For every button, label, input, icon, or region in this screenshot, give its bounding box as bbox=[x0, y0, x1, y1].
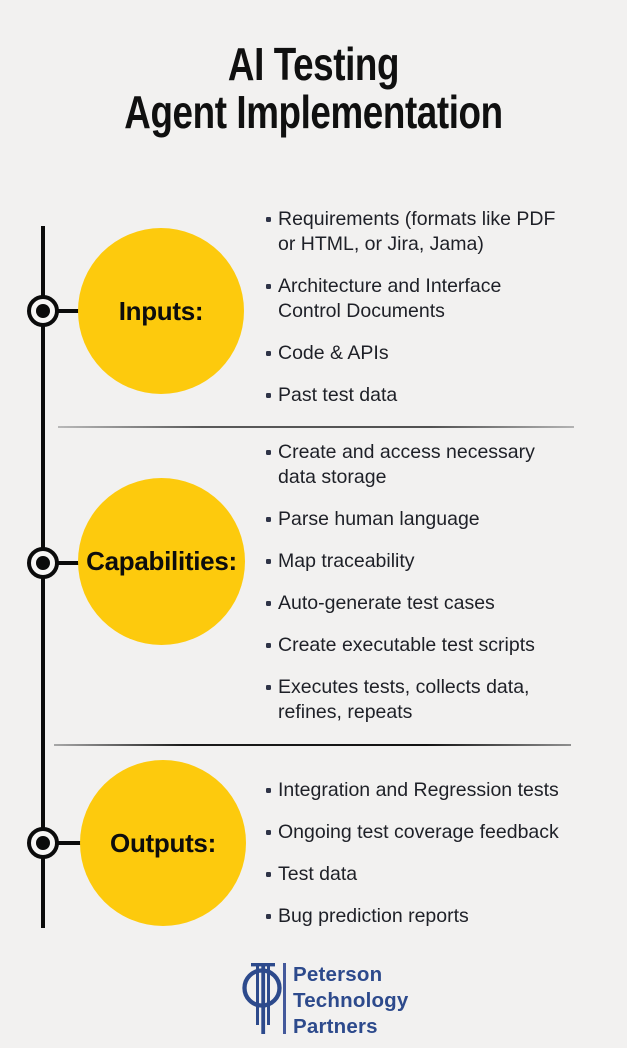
section-label-outputs: Outputs: bbox=[110, 827, 216, 858]
bullet-text: Auto-generate test cases bbox=[278, 592, 495, 614]
timeline-node-capabilities bbox=[27, 547, 59, 579]
bullet-item: Map traceability bbox=[264, 549, 535, 574]
bullet-list-outputs: Integration and Regression tests Ongoing… bbox=[264, 778, 559, 946]
bullet-text: Integration and Regression tests bbox=[278, 779, 559, 801]
bullet-item: Integration and Regression tests bbox=[264, 778, 559, 803]
bullet-dot-icon bbox=[266, 872, 271, 877]
bullet-dot-icon bbox=[266, 284, 271, 289]
section-circle-capabilities: Capabilities: bbox=[78, 478, 245, 645]
bullet-text: Architecture and Interface Control Docum… bbox=[278, 275, 502, 322]
bullet-text: Create and access necessary data storage bbox=[278, 441, 535, 488]
bullet-item: Create executable test scripts bbox=[264, 633, 535, 658]
brand-name: Peterson Technology Partners bbox=[293, 962, 409, 1039]
connector-line-capabilities bbox=[58, 561, 85, 565]
section-label-capabilities: Capabilities: bbox=[86, 546, 237, 576]
section-label-inputs: Inputs: bbox=[118, 295, 204, 326]
bullet-item: Requirements (formats like PDF or HTML, … bbox=[264, 207, 555, 257]
bullet-dot-icon bbox=[266, 685, 271, 690]
page-title-line1: AI Testing bbox=[227, 38, 400, 90]
bullet-dot-icon bbox=[266, 830, 271, 835]
connector-line-inputs bbox=[58, 309, 85, 313]
bullet-dot-icon bbox=[266, 914, 271, 919]
timeline-node-dot-icon bbox=[36, 556, 50, 570]
bullet-dot-icon bbox=[266, 517, 271, 522]
bullet-item: Test data bbox=[264, 862, 559, 887]
bullet-item: Executes tests, collects data, refines, … bbox=[264, 675, 535, 725]
section-divider bbox=[58, 426, 574, 428]
bullet-list-inputs: Requirements (formats like PDF or HTML, … bbox=[264, 207, 555, 425]
bullet-text: Executes tests, collects data, refines, … bbox=[278, 676, 530, 723]
brand-line: Partners bbox=[293, 1014, 378, 1038]
bullet-item: Code & APIs bbox=[264, 341, 555, 366]
timeline-node-outputs bbox=[27, 827, 59, 859]
bullet-text: Map traceability bbox=[278, 550, 415, 572]
section-circle-outputs: Outputs: bbox=[80, 760, 246, 926]
logo-divider bbox=[283, 963, 286, 1034]
page-title: AI Testing Agent Implementation bbox=[63, 40, 565, 136]
bullet-text: Ongoing test coverage feedback bbox=[278, 821, 559, 843]
connector-line-outputs bbox=[58, 841, 85, 845]
bullet-text: Create executable test scripts bbox=[278, 634, 535, 656]
bullet-item: Ongoing test coverage feedback bbox=[264, 820, 559, 845]
pillar-logo-icon bbox=[238, 960, 288, 1043]
bullet-list-capabilities: Create and access necessary data storage… bbox=[264, 440, 535, 742]
bullet-dot-icon bbox=[266, 643, 271, 648]
bullet-dot-icon bbox=[266, 601, 271, 606]
bullet-item: Create and access necessary data storage bbox=[264, 440, 535, 490]
bullet-text: Past test data bbox=[278, 384, 398, 406]
bullet-item: Parse human language bbox=[264, 507, 535, 532]
bullet-item: Past test data bbox=[264, 383, 555, 408]
timeline-node-dot-icon bbox=[36, 836, 50, 850]
bullet-item: Architecture and Interface Control Docum… bbox=[264, 274, 555, 324]
bullet-text: Requirements (formats like PDF or HTML, … bbox=[278, 208, 556, 255]
bullet-item: Bug prediction reports bbox=[264, 904, 559, 929]
timeline-node-inputs bbox=[27, 295, 59, 327]
bullet-dot-icon bbox=[266, 788, 271, 793]
bullet-text: Bug prediction reports bbox=[278, 905, 469, 927]
page-title-line2: Agent Implementation bbox=[124, 86, 503, 138]
bullet-text: Parse human language bbox=[278, 508, 480, 530]
bullet-text: Test data bbox=[278, 863, 358, 885]
bullet-dot-icon bbox=[266, 351, 271, 356]
bullet-dot-icon bbox=[266, 393, 271, 398]
bullet-text: Code & APIs bbox=[278, 342, 389, 364]
bullet-item: Auto-generate test cases bbox=[264, 591, 535, 616]
bullet-dot-icon bbox=[266, 217, 271, 222]
section-circle-inputs: Inputs: bbox=[78, 228, 244, 394]
brand-line: Peterson bbox=[293, 963, 383, 986]
bullet-dot-icon bbox=[266, 559, 271, 564]
section-divider bbox=[54, 744, 571, 746]
timeline-node-dot-icon bbox=[36, 304, 50, 318]
bullet-dot-icon bbox=[266, 450, 271, 455]
brand-line: Technology bbox=[293, 988, 409, 1012]
